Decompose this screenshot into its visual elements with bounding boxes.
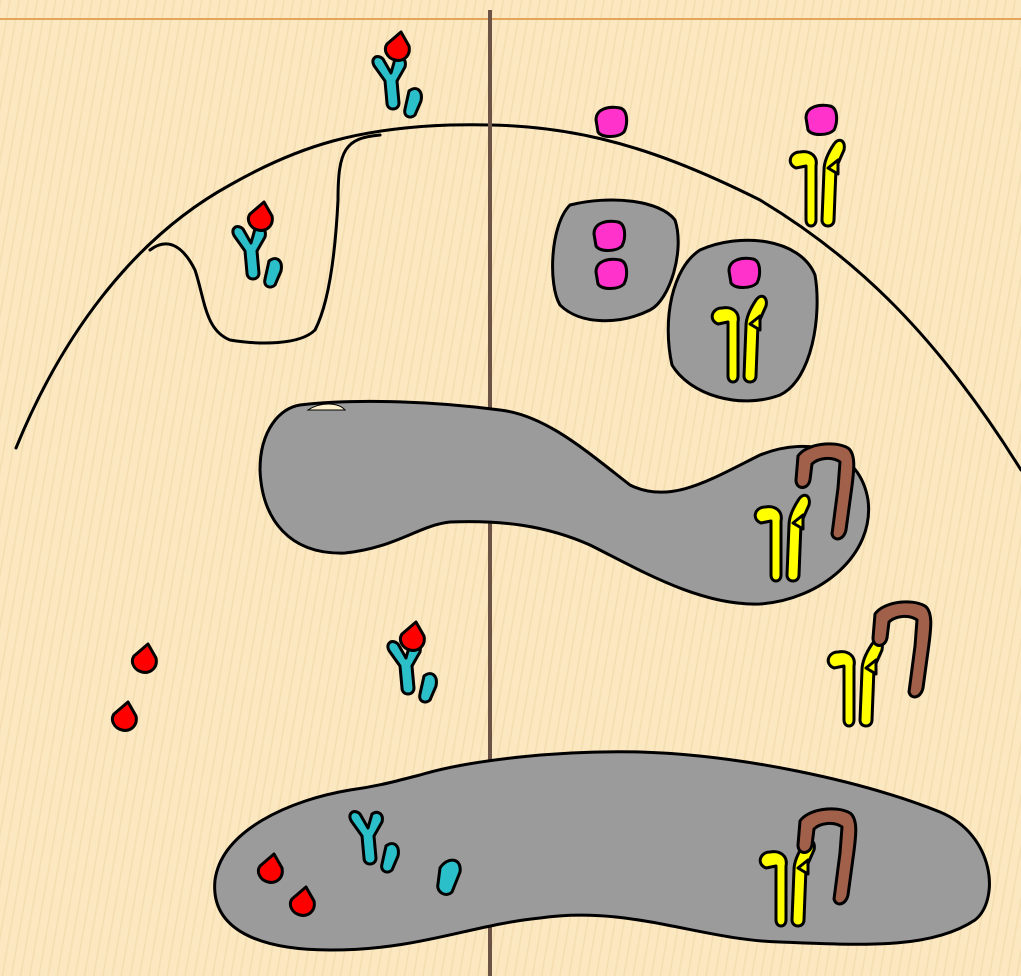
ligand-red-1 bbox=[385, 32, 409, 60]
ligand-magenta-bound bbox=[806, 105, 837, 134]
ligand-magenta-vesicle-a bbox=[594, 221, 625, 250]
receptor-membrane-top bbox=[373, 57, 422, 117]
ligand-red-free-a bbox=[132, 644, 156, 672]
ligand-red-free-b bbox=[112, 702, 136, 730]
ligand-magenta-vesicle-c bbox=[729, 258, 760, 287]
ligand-magenta-vesicle-b bbox=[596, 259, 627, 288]
ligand-red-3 bbox=[400, 622, 424, 650]
receptor-in-pocket bbox=[233, 227, 282, 287]
receptor-yellow-free bbox=[828, 640, 882, 726]
ligand-red-2 bbox=[248, 202, 272, 230]
endosome-lower bbox=[215, 752, 990, 950]
ligand-magenta-surface bbox=[596, 107, 627, 136]
receptor-yellow-surface bbox=[790, 140, 844, 226]
